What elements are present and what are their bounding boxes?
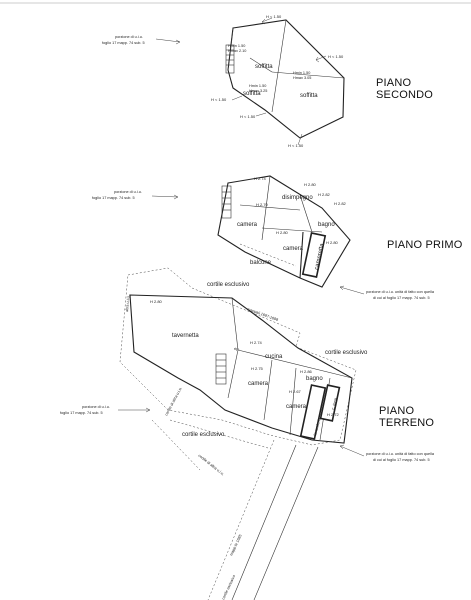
annex-note: di cui al foglio 17 mapp. 74 sub. 5 — [373, 458, 430, 462]
height-label: H 2.80 — [326, 240, 339, 245]
cameretta-label: cameretta — [314, 242, 326, 270]
piano-secondo-plan: soffitta soffitta soffitta H < 1.50 H < … — [102, 14, 345, 148]
mapple-label: mapp.le 1685 — [229, 534, 242, 557]
height-label: H 2.72 — [327, 412, 340, 417]
cortile-altra-label: cortile di altra u.i.u. — [197, 454, 225, 477]
altra-uiu-label: altra u.i.u. — [125, 295, 130, 312]
hmax-label: Hmax 3.05 — [293, 76, 311, 80]
height-label: H 2.82 — [318, 192, 331, 197]
annex-note: porzione di u.i.u. unità di fatto con qu… — [366, 452, 435, 456]
piano-terreno-title: PIANO TERRENO — [379, 405, 435, 429]
height-label: H 2.74 — [254, 176, 267, 181]
lavanderia-label: lavanderia — [312, 416, 322, 436]
hmax-label: Hmax 3.25 — [249, 89, 267, 93]
height-label: H < 1.50 — [266, 14, 282, 19]
piano-primo-plan: disimpegno bagno camera camera balcone c… — [92, 175, 435, 300]
cortile-altra-label: cortile di altra u.i.u. — [164, 386, 182, 416]
piano-secondo-title: PIANO SECONDO — [376, 77, 434, 101]
height-label: H < 1.50 — [211, 97, 227, 102]
height-label: H 2.80 — [150, 299, 163, 304]
height-label: H < 1.50 — [328, 54, 344, 59]
cortile-strip-label: cortile esclusivo — [221, 574, 236, 600]
cucina-label: cucina — [265, 354, 283, 360]
hmin-label: Hmin 1.50 — [228, 44, 245, 48]
centrale-termica-label: c. term. — [330, 396, 338, 410]
soffitta-label-1: soffitta — [255, 64, 273, 70]
camera-label-2: camera — [286, 404, 307, 410]
porzione-note: porzione di u.i.u. — [82, 405, 110, 409]
porzione-note: foglio 17 mapp. 74 sub. 5 — [60, 411, 103, 415]
height-label: H 2.80 — [276, 230, 289, 235]
rip-label: rip. — [234, 346, 240, 351]
height-label: H 2.74 — [250, 340, 263, 345]
height-label: H 2.70 — [256, 202, 269, 207]
height-label: H 2.82 — [334, 201, 347, 206]
porzione-note: foglio 17 mapp. 74 sub. 5 — [92, 196, 135, 200]
height-label: H 2.86 — [300, 369, 313, 374]
height-label: H < 1.50 — [240, 114, 256, 119]
height-label: H 2.75 — [251, 366, 264, 371]
soffitta-label-3: soffitta — [300, 93, 318, 99]
camera-label-1: camera — [248, 381, 269, 387]
camera-label-2: camera — [283, 246, 304, 252]
cortile-label: cortile esclusivo — [325, 350, 368, 356]
disimpegno-label: disimpegno — [282, 195, 313, 201]
cortile-label: cortile esclusivo — [182, 432, 225, 438]
height-label: H < 1.50 — [288, 143, 304, 148]
balcone-label: balcone — [250, 260, 272, 266]
cortile-label: cortile esclusivo — [207, 282, 250, 288]
bagno-label: bagno — [318, 222, 335, 228]
porzione-note: porzione di u.i.u. — [115, 35, 143, 39]
hmin-label: Hmin 1.50 — [293, 71, 310, 75]
annex-note: porzione di u.i.u. unità di fatto con qu… — [366, 290, 435, 294]
tavernetta-label: tavernetta — [172, 333, 199, 339]
hmin-label: Hmin 1.50 — [249, 84, 266, 88]
piano-primo-title: PIANO PRIMO — [387, 239, 463, 251]
camera-label-1: camera — [237, 222, 258, 228]
porzione-note: porzione di u.i.u. — [114, 190, 142, 194]
soffitta-label-2: soffitta — [243, 91, 261, 97]
bagno-label: bagno — [306, 376, 323, 382]
annex-note: di cui al foglio 17 mapp. 74 sub. 5 — [373, 296, 430, 300]
piano-terreno-plan: cortile esclusivo tavernetta rip. cucina… — [60, 267, 435, 600]
height-label: H 2.67 — [289, 389, 302, 394]
hmax-label: Hmax 2.10 — [228, 49, 246, 53]
height-label: H 2.80 — [304, 182, 317, 187]
porzione-note: foglio 17 mapp. 74 sub. 5 — [102, 41, 145, 45]
